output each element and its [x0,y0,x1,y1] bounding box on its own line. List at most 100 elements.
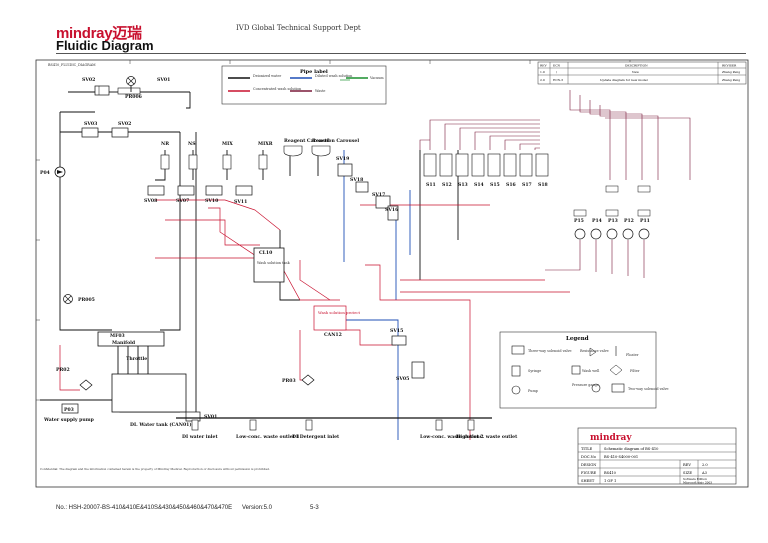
syringe-stack: SV19 SV18 SV17 SV16 [336,156,399,221]
rev-cell: Zhang Peng [722,70,740,74]
legend-pressure: Pressure gauge [572,383,599,387]
pipe-label-conc: Concentrated wash solution [253,87,302,91]
station-labels: S11 S12 S13 S14 S15 S16 S17 S18 [426,182,548,188]
sv15-valve: SV15 [390,328,407,346]
size-label: SIZE [683,471,692,475]
sv02-valve: SV02 [82,77,110,96]
p04-pump: P04 [40,166,66,178]
footer-version: Version:5.0 [242,505,273,511]
sheet-value: 1 OF 1 [604,479,616,483]
label-s12: S12 [442,182,452,188]
pipe-label-vacuum: Vacuum [369,76,384,80]
label-mf03: MF03 [110,333,125,339]
sv05-syringe: SV05 [396,361,425,382]
can12: Wash solution protect CAN12 [313,305,360,338]
label-manifold: Manifold [112,340,136,346]
label-pr03: PR03 [282,378,296,384]
title-label: TITLE [581,447,593,451]
rev-value: 2.0 [702,463,708,467]
legend-pump: Pump [528,389,538,393]
legend-title: Legend [566,336,589,342]
rev-header-rev: REV [540,64,547,68]
pr006-gauge: PR006 [117,87,142,100]
legend-floater: Floater [626,353,639,357]
di-water-pipes [40,92,459,420]
title-value: Schematic diagram of BS-410 [604,447,659,451]
rev-cell: 1.0 [540,70,545,74]
label-sv05: SV05 [396,376,409,382]
label-sv17: SV17 [372,192,385,198]
label-wash-tank: Wash solution tank [257,261,291,265]
size-value: A3 [701,471,708,475]
label-pr005: PR005 [78,297,95,303]
software-label: Software Edition [683,477,707,481]
disclaimer-text: Confidential: The diagram and the inform… [40,467,270,471]
sheet-label: SHEET [581,479,595,483]
pr03-filter: PR03 [282,374,315,386]
di-water-tank: DI. Water tank (CAN01) [111,373,192,428]
legend-resistance: Resistance valve [580,349,609,353]
rev-cell: New [632,70,639,74]
pipe-label-di: Deionized water [253,74,281,78]
label-di-tank: DI. Water tank (CAN01) [130,421,192,428]
outlet-di-water: DI water inlet [182,434,218,440]
label-sv01: SV01 [157,77,170,83]
label-throttle: Throttle [126,356,147,362]
label-nr: NR [161,141,169,147]
label-p11: P11 [640,218,650,224]
figure-label: FIGURE [581,471,597,475]
label-sv10: SV10 [205,198,218,204]
brand-logo: mindray迈瑞 [56,25,142,42]
waste-pumps: P15 P14 P13 P12 P11 [573,185,651,240]
legend-syringe: Syringe [528,369,541,373]
pr02-filter: PR02 [56,367,93,391]
label-water-pump: Water supply pump [43,417,95,423]
label-s11: S11 [426,182,436,188]
label-sv18: SV18 [350,177,363,183]
label-s14: S14 [474,182,485,188]
rev-cell: / [556,70,558,74]
rev-cell: Update diagram for new model [600,78,648,82]
diagram-frame [35,59,749,488]
label-p14: P14 [592,218,603,224]
legend-3way: Three-way solenoid valve [528,349,572,353]
label-sv01b: SV01 [204,414,217,420]
label-p04: P04 [40,170,51,176]
legend-box: Legend Three-way solenoid valve Resistan… [499,331,669,409]
label-mix: MIX [222,141,233,147]
department: IVD Global Technical Support Dept [236,24,361,32]
label-s16: S16 [506,182,516,188]
label-sv02: SV02 [82,77,95,83]
label-sv11: SV11 [234,199,247,205]
label-s18: S18 [538,182,548,188]
label-reagent-carousel: Reagent Carousel [284,138,330,144]
valve-row-sv08: SV08 SV07 SV10 SV11 [144,185,253,205]
label-pr006: PR006 [125,94,142,100]
wash-stations [423,153,549,177]
label-pr02: PR02 [56,367,70,373]
legend-filter: Filter [630,369,640,373]
title-block: mindray TITLE Schematic diagram of BS-41… [577,427,737,485]
carousels: Reagent Carousel Reaction Carousel [283,138,359,157]
rev-header-reviser: REVISER [722,64,737,68]
label-p13: P13 [608,218,618,224]
outlets: DI water inlet Low-conc. waste outlet 1 … [182,419,518,440]
legend-wash-well: Wash well [582,369,599,373]
top-pipe [68,86,190,93]
page-title: Fluidic Diagram [56,38,154,53]
rev-header-ecn: ECN [553,64,560,68]
outlet-high-conc: High-conc. waste outlet [456,434,518,440]
label-p03: P03 [64,407,74,413]
sv01b-valve: SV01 [185,411,217,422]
label-sv03: SV03 [84,121,97,127]
revision-table: REV ECN DESCRIPTION REVISER 1.0 / New Zh… [537,61,747,85]
label-sv15: SV15 [390,328,403,334]
label-p15: P15 [574,218,584,224]
doc-label: DOC.No [581,455,596,459]
label-sv02b: SV02 [118,121,131,127]
label-sv16: SV16 [385,207,398,213]
sv03-valve: SV03 [81,121,99,138]
wash-tank: CL10 Wash solution tank [253,247,291,283]
rev-label: REV [683,463,691,467]
label-reaction-carousel: Reaction Carousel [312,138,359,144]
